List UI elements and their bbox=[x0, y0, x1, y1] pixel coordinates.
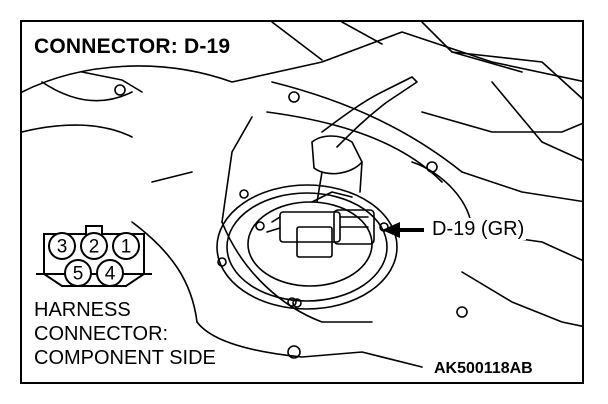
harness-label-line-2: CONNECTOR: bbox=[32, 323, 171, 345]
pin-3 bbox=[48, 232, 76, 260]
pin-4 bbox=[96, 259, 124, 287]
floor-outline bbox=[22, 31, 582, 93]
connector-pins: 3 2 1 5 4 bbox=[48, 232, 140, 287]
bolt-icon bbox=[114, 84, 126, 96]
callout-label: D-19 (GR) bbox=[430, 218, 527, 240]
diagram-title: CONNECTOR: D-19 bbox=[32, 34, 235, 59]
pin-4-label: 4 bbox=[105, 264, 116, 285]
pin-2 bbox=[80, 232, 108, 260]
harness-label-line-1: HARNESS bbox=[32, 299, 133, 321]
diagram-frame: 3 2 1 5 4 CONNECTOR: D-19 D-19 (GR) HARN… bbox=[20, 20, 584, 384]
pin-1 bbox=[112, 232, 140, 260]
harness-label-line-3: COMPONENT SIDE bbox=[32, 347, 218, 369]
pin-3-label: 3 bbox=[57, 237, 68, 258]
illustration: 3 2 1 5 4 bbox=[22, 22, 582, 368]
pin-5 bbox=[64, 259, 92, 287]
pin-2-label: 2 bbox=[89, 237, 100, 258]
callout-arrow bbox=[382, 222, 424, 238]
pin-5-label: 5 bbox=[73, 264, 84, 285]
pump-flange bbox=[216, 184, 398, 310]
pin-1-label: 1 bbox=[121, 237, 132, 258]
figure-code: AK500118AB bbox=[432, 360, 535, 378]
fuel-hose bbox=[321, 76, 418, 148]
